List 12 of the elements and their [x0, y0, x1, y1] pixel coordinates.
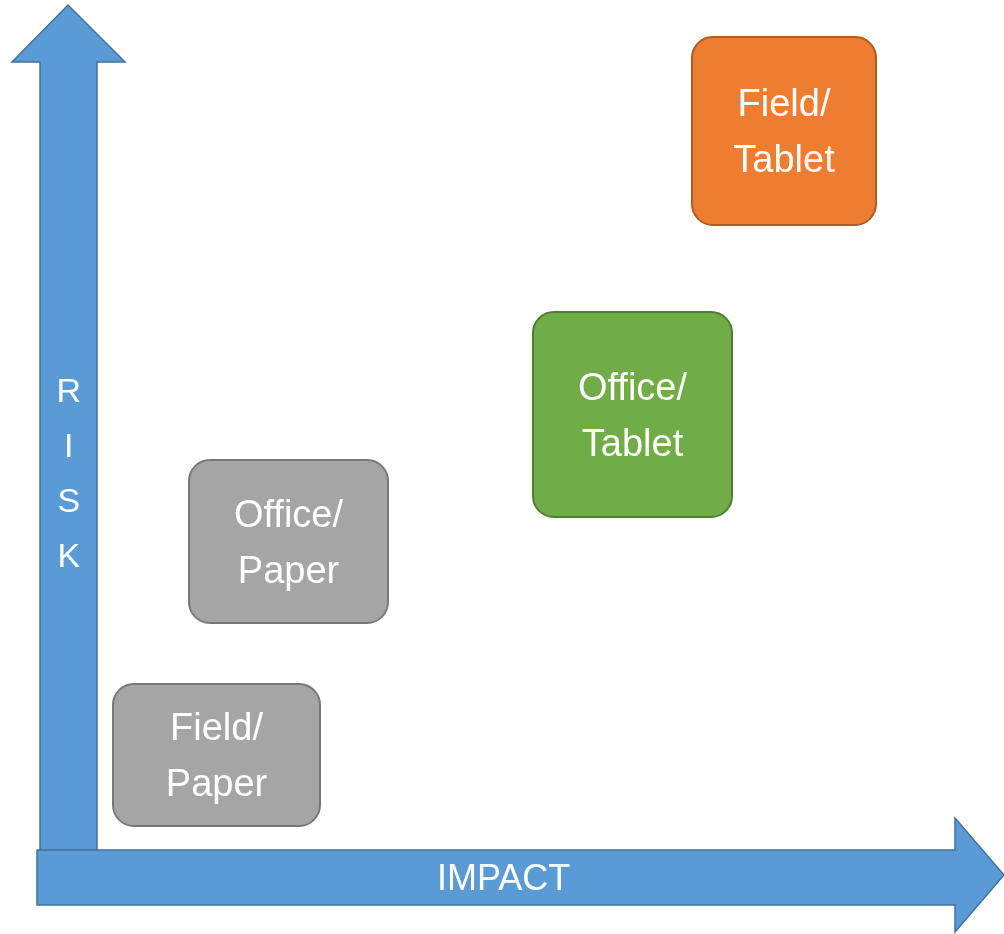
axis-label: RISK — [56, 370, 82, 577]
rounded-box — [691, 36, 877, 226]
horizontal-axis-arrow — [37, 818, 1004, 933]
box-label: Field/ Tablet — [732, 81, 836, 182]
rounded-box — [532, 311, 733, 518]
vertical-axis-arrow — [12, 5, 126, 850]
rounded-box — [188, 459, 389, 624]
box-label: Office/ Paper — [232, 491, 345, 593]
box-label: Office/ Tablet — [576, 364, 689, 466]
axis-label: IMPACT — [437, 856, 571, 900]
rounded-box — [112, 683, 321, 827]
box-label: Field/ Paper — [164, 705, 269, 806]
